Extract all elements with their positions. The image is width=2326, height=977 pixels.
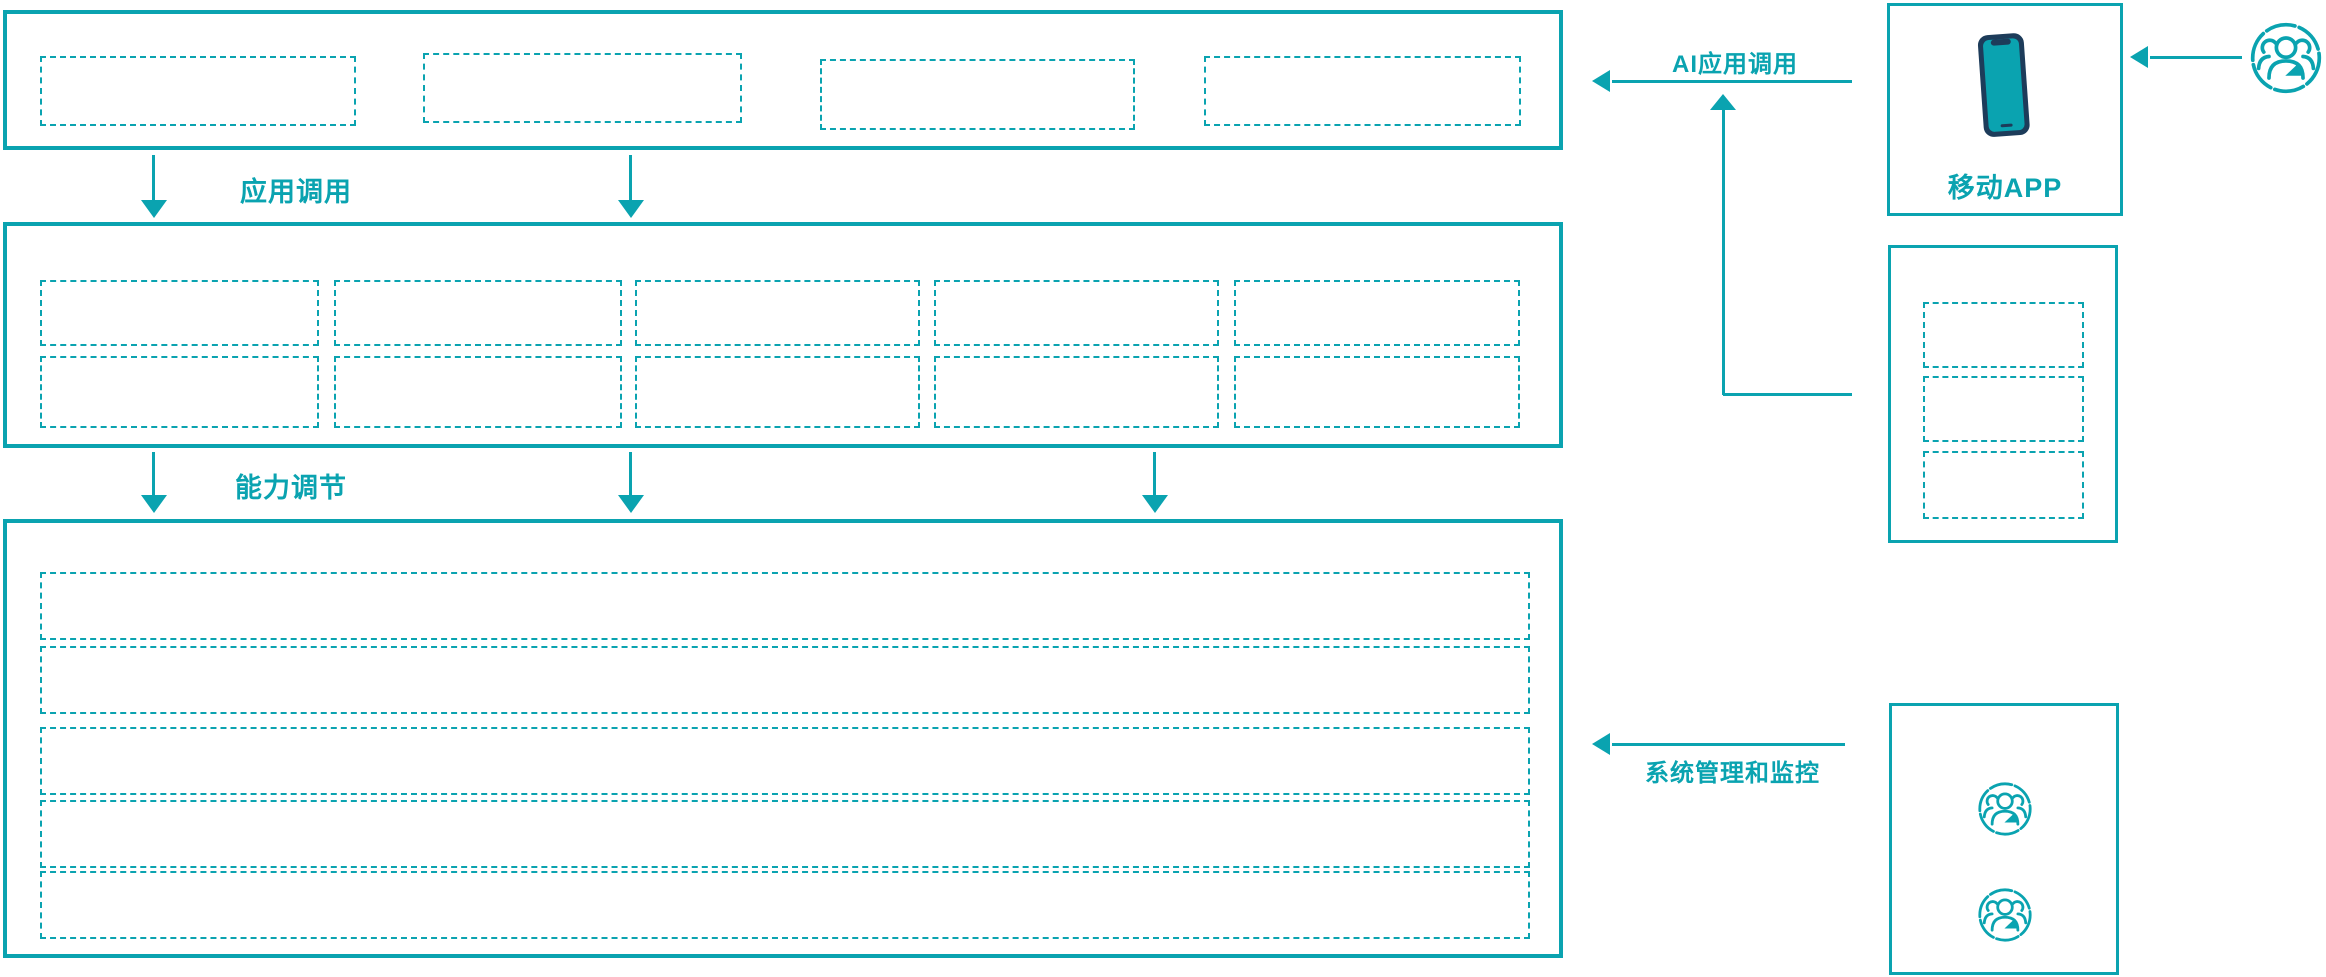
placeholder-box <box>334 280 622 346</box>
connector-line <box>1722 110 1725 395</box>
arrow-down-icon <box>618 495 644 513</box>
placeholder-row <box>40 646 1530 714</box>
capability-adjust-label: 能力调节 <box>235 473 347 503</box>
ai-app-call-label: AI应用调用 <box>1672 51 1798 78</box>
arrow-left-icon <box>1592 733 1610 755</box>
arrow-line <box>1612 80 1852 83</box>
smartphone-icon <box>1973 32 2037 144</box>
top-layer-box <box>3 10 1563 150</box>
placeholder-box <box>40 280 319 346</box>
placeholder-box <box>40 56 356 126</box>
system-monitor-label: 系统管理和监控 <box>1645 760 1820 787</box>
arrow-down-icon <box>1142 495 1168 513</box>
placeholder-box <box>1923 451 2084 519</box>
right-middle-box <box>1888 245 2118 543</box>
arrow-up-icon <box>1710 94 1736 110</box>
placeholder-row <box>40 871 1530 939</box>
arrow-line <box>1153 452 1156 498</box>
users-group-icon <box>1977 781 2033 837</box>
arrow-line <box>152 155 155 203</box>
arrow-line <box>2150 56 2242 59</box>
arrow-line <box>152 452 155 498</box>
arrow-down-icon <box>618 200 644 218</box>
arrow-down-icon <box>141 495 167 513</box>
placeholder-box <box>1234 280 1520 346</box>
monitor-users-box <box>1889 703 2119 975</box>
placeholder-box <box>934 356 1219 428</box>
placeholder-box <box>1234 356 1520 428</box>
placeholder-box <box>1923 302 2084 368</box>
users-group-icon <box>1977 887 2033 943</box>
connector-line <box>1723 393 1852 396</box>
placeholder-box <box>635 356 920 428</box>
placeholder-box <box>934 280 1219 346</box>
placeholder-box <box>1204 56 1521 126</box>
middle-layer-box <box>3 222 1563 448</box>
placeholder-row <box>40 800 1530 868</box>
arrow-line <box>629 452 632 498</box>
app-call-label: 应用调用 <box>240 177 352 207</box>
placeholder-box <box>423 53 742 123</box>
placeholder-box <box>334 356 622 428</box>
placeholder-box <box>1923 376 2084 442</box>
placeholder-row <box>40 727 1530 795</box>
arrow-left-icon <box>2130 46 2148 68</box>
placeholder-row <box>40 572 1530 640</box>
placeholder-box <box>635 280 920 346</box>
users-group-icon <box>2249 21 2323 95</box>
arrow-down-icon <box>141 200 167 218</box>
placeholder-box <box>820 59 1135 130</box>
arrow-line <box>1612 743 1845 746</box>
mobile-app-box: 移动APP <box>1887 3 2123 216</box>
arrow-left-icon <box>1592 70 1610 92</box>
mobile-app-label: 移动APP <box>1947 173 2063 203</box>
bottom-layer-box <box>3 519 1563 958</box>
placeholder-box <box>40 356 319 428</box>
arrow-line <box>629 155 632 203</box>
